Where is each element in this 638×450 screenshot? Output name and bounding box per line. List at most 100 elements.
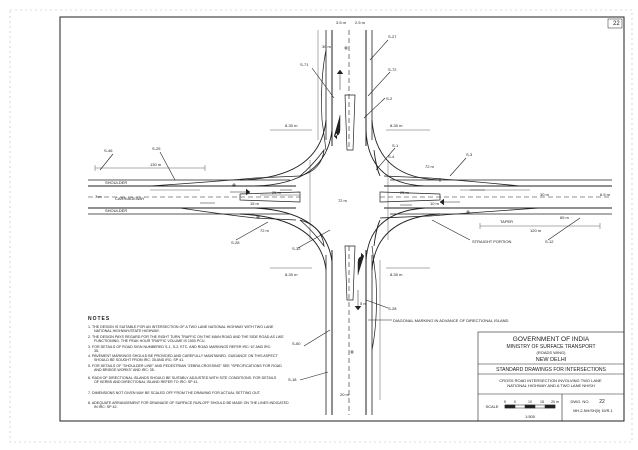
se-directional-island bbox=[373, 219, 381, 247]
north-median-island bbox=[344, 94, 356, 151]
callout-s4: S-4 bbox=[388, 154, 395, 159]
dim-120m: 120 m bbox=[530, 228, 542, 233]
dim-30m-north: 30 m bbox=[322, 44, 332, 49]
north-taper bbox=[321, 49, 327, 151]
cross-mark-icon bbox=[466, 210, 470, 214]
arrow-icon bbox=[230, 188, 251, 196]
callout-s18: S-18 bbox=[288, 377, 297, 382]
arrow-icon bbox=[333, 115, 341, 140]
dim-8-30m-nw: 8-30 m bbox=[285, 123, 298, 128]
dim-20m-south: 20 m bbox=[340, 392, 350, 397]
title-series: STANDARD DRAWINGS FOR INTERSECTIONS bbox=[496, 367, 606, 373]
callout-s12: S-12 bbox=[545, 239, 554, 244]
east-taper bbox=[379, 207, 541, 219]
dim-2-5m: 2.5 m bbox=[355, 20, 366, 25]
arrow-icon bbox=[354, 290, 362, 311]
dimension-lines bbox=[94, 30, 601, 400]
dim-25m-west: 25 m bbox=[272, 190, 282, 195]
title-block bbox=[477, 331, 625, 422]
ne-corner-curve bbox=[371, 119, 441, 181]
dim-130m: 130 m bbox=[150, 162, 162, 167]
east-median-island bbox=[379, 191, 441, 203]
callout-s72: S-72 bbox=[388, 67, 397, 72]
title-block-text: GOVERNMENT OF INDIA MINISTRY OF SURFACE … bbox=[485, 336, 612, 419]
cross-road bbox=[321, 30, 377, 415]
dim-65m: 65 m bbox=[560, 215, 570, 220]
title-wing: (ROADS WING) bbox=[537, 350, 567, 355]
callout-s1-north: S-1 bbox=[392, 143, 399, 148]
callout-s28-west: S-28 bbox=[231, 240, 240, 245]
sheet-number: 22 bbox=[613, 21, 620, 27]
callout-leaders bbox=[99, 39, 581, 381]
dim-25m-east: 25 m bbox=[400, 190, 410, 195]
dim-6-5m: 6.5 m bbox=[600, 192, 611, 197]
lane-crosses bbox=[232, 46, 470, 354]
note-7: 7. DIMENSIONS NOT GIVEN MAY BE SCALED OF… bbox=[88, 391, 261, 395]
note-continuation: OF KERBS AND DIRECTIONAL ISLAND REFER TO… bbox=[94, 380, 199, 384]
ne-corner-inner bbox=[365, 129, 426, 187]
shoulder-label-north: SHOULDER bbox=[105, 180, 127, 185]
west-median-island bbox=[239, 191, 301, 203]
sw-corner-curve bbox=[239, 213, 327, 271]
note-num: 3. bbox=[88, 345, 92, 349]
dwg-no-label: DWG. NO. bbox=[570, 399, 589, 404]
main-road bbox=[88, 175, 612, 221]
arrow-icon bbox=[439, 198, 460, 206]
taper-label: TAPER bbox=[500, 219, 513, 224]
note-continuation: FUNCTIONING. THE PEAK HOUR TRAFFIC VOLUM… bbox=[94, 339, 206, 343]
sw-directional-island bbox=[299, 219, 325, 248]
dim-72m-west: 72 m bbox=[260, 228, 270, 233]
nw-directional-island bbox=[299, 148, 325, 177]
scale-tick: 0 bbox=[514, 400, 516, 404]
se-corner-curve bbox=[371, 213, 441, 271]
west-taper-south bbox=[179, 207, 297, 221]
cross-mark-icon bbox=[232, 183, 236, 187]
cross-mark-icon bbox=[344, 46, 348, 50]
note-num: 2. bbox=[88, 335, 92, 339]
callout-s71: S-71 bbox=[300, 62, 309, 67]
dimension-labels: 30 m 8-30 m 8-30 m 8-30 m 8-30 m 130 m 1… bbox=[95, 20, 611, 397]
note-continuation: NATIONAL HIGHWAY/STATE HIGHWAY. bbox=[94, 329, 160, 333]
note-6: 6. RADII OF DIRECTIONAL ISLANDS SHOULD B… bbox=[88, 376, 277, 384]
note-continuation: 35. bbox=[94, 349, 99, 353]
note-continuation: AND BRIDGE WORKS" AND IRC: 35. bbox=[94, 368, 155, 372]
dwg-ref: MH-2-NH/SH(II) 19/R-1 bbox=[573, 409, 612, 413]
title-ministry: MINISTRY OF SURFACE TRANSPORT bbox=[506, 344, 595, 350]
nw-corner-inner bbox=[254, 129, 333, 187]
callout-s3: S-3 bbox=[466, 152, 473, 157]
cross-mark-icon bbox=[438, 178, 442, 182]
note-5: 5. FOR DETAILS OF "SHOULDER LINE" AND PE… bbox=[88, 364, 282, 372]
title-drawing: CROSS ROAD INTERSECTION INVOLVING TWO LA… bbox=[499, 378, 602, 388]
road-labels: SHOULDER CARRIAGEWAY SHOULDER TAPER STRA… bbox=[105, 180, 513, 323]
sheet-number-box bbox=[607, 18, 623, 29]
cross-mark-icon bbox=[256, 215, 260, 219]
se-corner-inner bbox=[365, 207, 426, 263]
dim-15m: 15 m bbox=[250, 201, 260, 206]
dim-8-30m-sw: 8-30 m bbox=[285, 272, 298, 277]
carriageway-label: CARRIAGEWAY bbox=[115, 196, 145, 201]
arrow-icon bbox=[336, 69, 344, 90]
arrow-icon bbox=[357, 252, 365, 275]
note-num: 6. bbox=[88, 376, 92, 380]
dim-3-5m: 3.5 m bbox=[336, 20, 347, 25]
note-continuation: IN IRC: SP 42. bbox=[94, 405, 118, 409]
scale-tick: 5 bbox=[504, 400, 506, 404]
note-3: 3. FOR DETAILS OF ROAD SIGN NUMBERED S-1… bbox=[88, 345, 271, 353]
dim-8-30m-se: 8-30 m bbox=[390, 272, 403, 277]
note-4: 4. PAVEMENT MARKINGS SHOULD BE PROVIDED … bbox=[88, 354, 278, 362]
scale-bar bbox=[504, 404, 556, 409]
callout-s46: S-46 bbox=[104, 148, 113, 153]
note-num: 5. bbox=[88, 364, 92, 368]
note-continuation: SHOULD BE SOUGHT FROM IRC: 35 AND IRC: S… bbox=[94, 358, 184, 362]
note-num: 7. bbox=[88, 391, 92, 395]
dim-8-30m-ne: 8-30 m bbox=[390, 123, 403, 128]
callout-s25: S-25 bbox=[152, 146, 161, 151]
drawing-frame bbox=[59, 16, 625, 422]
scale-ratio: 1:500 bbox=[525, 414, 536, 419]
directional-islands bbox=[299, 148, 381, 248]
callout-s28-south: S-28 bbox=[388, 306, 397, 311]
straight-portion-label: STRAIGHT PORTION bbox=[472, 239, 512, 244]
shoulder-label-south: SHOULDER bbox=[105, 208, 127, 213]
note-1: 1. THE DESIGN IS SUITABLE FOR AN INTERSE… bbox=[88, 325, 274, 333]
